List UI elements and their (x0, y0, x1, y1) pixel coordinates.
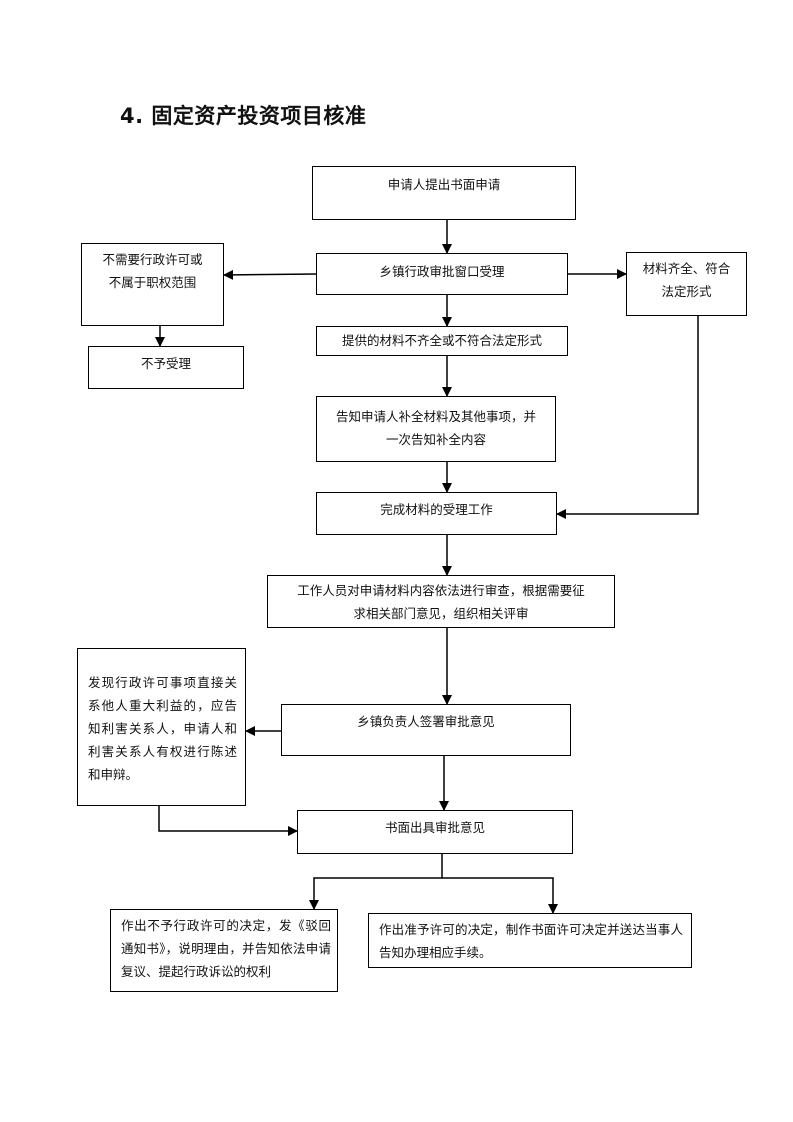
step-complete-acceptance: 完成材料的受理工作 (316, 492, 557, 535)
arrow-n2-n3 (223, 269, 318, 280)
page-title: 4. 固定资产投资项目核准 (120, 104, 367, 128)
step-notify-supplement: 告知申请人补全材料及其他事项，并 一次告知补全内容 (316, 396, 556, 462)
step-submit-application: 申请人提出书面申请 (312, 166, 576, 220)
arrow-n12-n14 (442, 877, 558, 914)
step-notify-stakeholders: 发现行政许可事项直接关系他人重大利益的，应告知利害关系人，申请人和利害关系人有权… (77, 648, 246, 806)
step-decision-approve: 作出准予许可的决定，制作书面许可决定并送达当事人告知办理相应手续。 (368, 913, 692, 968)
step-materials-incomplete: 提供的材料不齐全或不符合法定形式 (316, 326, 568, 356)
step-reject: 不予受理 (88, 346, 244, 389)
step-review: 工作人员对申请材料内容依法进行审查，根据需要征 求相关部门意见，组织相关评审 (267, 575, 615, 628)
step-window-accept: 乡镇行政审批窗口受理 (316, 253, 568, 295)
step-materials-complete: 材料齐全、符合 法定形式 (626, 252, 747, 316)
arrow-n5-n8 (556, 316, 699, 519)
arrow-n12-n13 (309, 854, 443, 910)
step-leader-sign: 乡镇负责人签署审批意见 (281, 704, 571, 756)
step-decision-reject: 作出不予行政许可的决定，发《驳回通知书》，说明理由，并告知依法申请复议、提起行政… (110, 909, 338, 992)
step-written-opinion: 书面出具审批意见 (297, 810, 573, 854)
step-not-required: 不需要行政许可或 不属于职权范围 (81, 243, 224, 326)
arrow-n10-n12 (158, 806, 298, 836)
